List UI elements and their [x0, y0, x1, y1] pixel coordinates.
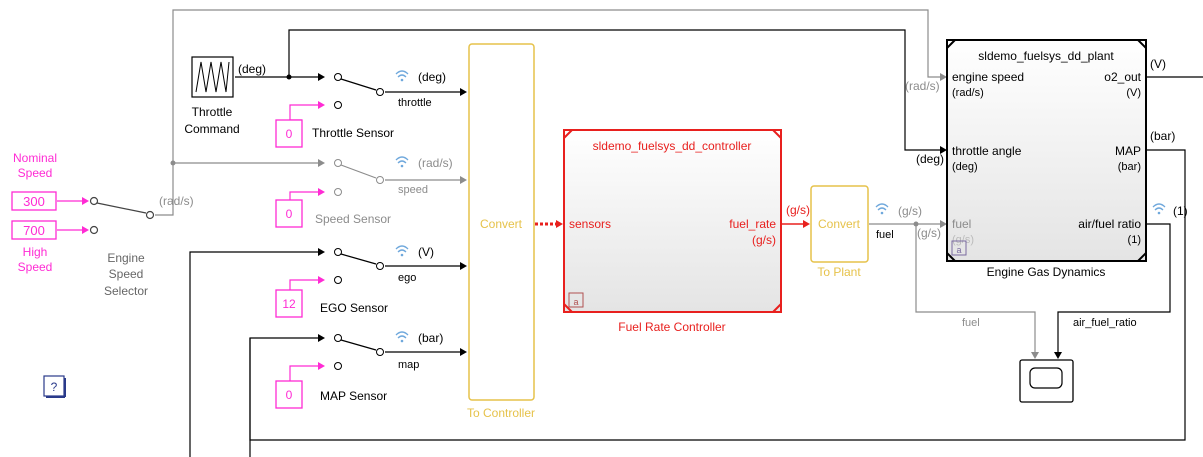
plant-port-air-fuel-ratio: air/fuel ratio — [1078, 217, 1141, 231]
speed-sensor-constant[interactable]: 0 — [275, 199, 303, 228]
svg-text:?: ? — [51, 380, 58, 394]
speed-sensor-label: Speed Sensor — [315, 212, 391, 226]
controller-output-port: fuel_rate — [729, 217, 776, 231]
plant-port-map-unit: (bar) — [1118, 161, 1141, 173]
plant-port-map: MAP — [1115, 144, 1141, 158]
plant-port-fuel: fuel — [952, 217, 971, 231]
plant-model-reference-icon — [951, 240, 967, 256]
svg-text:a: a — [573, 297, 578, 307]
model-reference-icon — [568, 292, 584, 308]
plant-title: sldemo_fuelsys_dd_plant — [978, 49, 1114, 63]
to-plant-signal-name: fuel — [876, 229, 894, 241]
speed-signal-unit: (rad/s) — [418, 156, 453, 170]
controller-label: Fuel Rate Controller — [618, 320, 725, 334]
controller-title: sldemo_fuelsys_dd_controller — [593, 139, 752, 153]
throttle-sensor-label: Throttle Sensor — [312, 126, 394, 140]
throttle-command-label-2: Command — [184, 122, 239, 136]
throttle-command-unit: (deg) — [238, 62, 266, 76]
throttle-sensor-switch[interactable] — [334, 73, 384, 109]
ego-signal-unit: (V) — [418, 245, 434, 259]
plant-port-o2-out: o2_out — [1104, 70, 1141, 84]
svg-text:0: 0 — [286, 207, 293, 221]
plant-out-afr-unit: (1) — [1173, 204, 1188, 218]
to-controller-label: To Controller — [467, 406, 535, 420]
ego-sensor-switch[interactable] — [334, 248, 384, 284]
svg-text:a: a — [956, 245, 961, 255]
plant-port-throttle-angle: throttle angle — [952, 144, 1022, 158]
map-sensor-switch[interactable] — [334, 334, 384, 370]
svg-text:Convert: Convert — [818, 217, 861, 231]
high-label-1: High — [23, 245, 48, 259]
throttle-feedback-line[interactable] — [288, 29, 940, 151]
plant-port-engine-speed: engine speed — [952, 70, 1024, 84]
engine-gas-dynamics-block[interactable]: sldemo_fuelsys_dd_plant engine speed (ra… — [946, 39, 1147, 262]
controller-output-unit: (g/s) — [752, 233, 776, 247]
selector-unit-label: (rad/s) — [159, 194, 194, 208]
scope-fuel-label: fuel — [962, 317, 980, 329]
ego-signal-name: ego — [398, 272, 416, 284]
plant-port-engine-speed-unit: (rad/s) — [952, 87, 984, 99]
svg-text:700: 700 — [23, 223, 45, 238]
to-plant-convert-block[interactable]: Convert — [810, 185, 869, 263]
speed-feedback-line[interactable] — [172, 9, 940, 163]
nominal-label-1: Nominal — [13, 151, 57, 165]
map-sensor-constant[interactable]: 0 — [275, 380, 303, 409]
throttle-sensor-constant[interactable]: 0 — [275, 119, 303, 148]
selector-label-2: Speed — [109, 267, 144, 281]
svg-text:Convert: Convert — [480, 217, 523, 231]
ego-sensor-label: EGO Sensor — [320, 301, 388, 315]
svg-text:12: 12 — [282, 297, 296, 311]
map-sensor-label: MAP Sensor — [320, 389, 387, 403]
to-controller-convert-block[interactable]: Convert — [468, 43, 535, 401]
nominal-speed-constant[interactable]: 300 — [11, 191, 57, 211]
plant-label: Engine Gas Dynamics — [987, 265, 1106, 279]
plant-port-throttle-angle-unit: (deg) — [952, 161, 978, 173]
fuel-rate-controller-block[interactable]: sldemo_fuelsys_dd_controller sensors fue… — [563, 129, 782, 313]
throttle-signal-unit: (deg) — [418, 70, 446, 84]
plant-port-fuel-unit: (g/s) — [952, 234, 974, 246]
speed-sensor-switch[interactable] — [334, 159, 384, 196]
controller-out-signal-unit: (g/s) — [786, 203, 810, 217]
plant-port-air-fuel-ratio-unit: (1) — [1128, 234, 1141, 246]
help-button[interactable]: ? — [43, 375, 66, 398]
to-plant-label: To Plant — [817, 265, 861, 279]
throttle-command-block[interactable] — [191, 56, 234, 98]
plant-out-o2-unit: (V) — [1150, 57, 1166, 71]
plant-in-fuel-unit: (g/s) — [917, 226, 941, 240]
plant-in-throttle-unit: (deg) — [916, 152, 944, 166]
svg-text:0: 0 — [286, 127, 293, 141]
nominal-label-2: Speed — [18, 166, 53, 180]
selector-label-1: Engine — [107, 251, 145, 265]
controller-input-port: sensors — [569, 217, 611, 231]
plant-in-speed-unit: (rad/s) — [905, 79, 940, 93]
map-signal-name: map — [398, 359, 419, 371]
svg-text:0: 0 — [286, 388, 293, 402]
high-speed-constant[interactable]: 700 — [11, 220, 57, 240]
scope-afr-label: air_fuel_ratio — [1073, 317, 1137, 329]
speed-signal-name: speed — [398, 184, 428, 196]
throttle-command-label-1: Throttle — [192, 105, 233, 119]
high-label-2: Speed — [18, 260, 53, 274]
ego-sensor-constant[interactable]: 12 — [275, 289, 303, 318]
selector-label-3: Selector — [104, 284, 148, 298]
plant-port-o2-out-unit: (V) — [1126, 87, 1141, 99]
svg-text:300: 300 — [23, 194, 45, 209]
to-plant-signal-unit: (g/s) — [898, 204, 922, 218]
scope-block[interactable] — [1019, 359, 1074, 403]
map-signal-unit: (bar) — [418, 331, 443, 345]
engine-speed-selector-switch[interactable] — [89, 196, 155, 235]
throttle-signal-name: throttle — [398, 97, 432, 109]
plant-out-map-unit: (bar) — [1150, 129, 1175, 143]
